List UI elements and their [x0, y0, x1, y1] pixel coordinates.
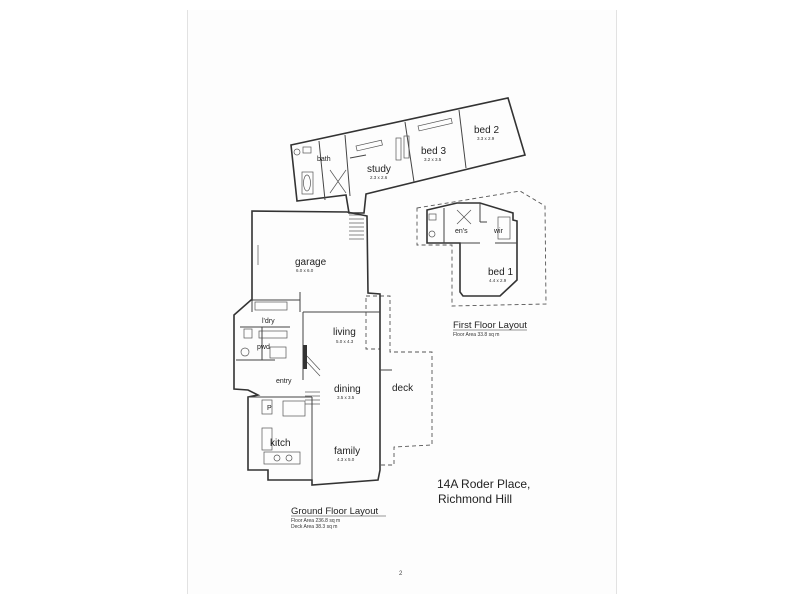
ground-floor-title: Ground Floor Layout	[291, 506, 378, 517]
first-floor-title: First Floor Layout	[453, 320, 527, 331]
room-label-pantry: P	[267, 405, 272, 412]
room-dims-living: 5.0 x 4.3	[336, 339, 354, 344]
room-dims-study: 2.3 x 2.6	[370, 175, 388, 180]
room-label-living: living	[333, 327, 356, 338]
room-label-deck: deck	[392, 383, 414, 394]
room-label-ensuite: en's	[455, 228, 468, 235]
room-label-powder: pwd	[257, 344, 270, 351]
address-line-1: 14A Roder Place,	[437, 477, 530, 491]
first-floor-walls	[416, 190, 547, 307]
room-labels: bed 2 3.3 x 2.9 bed 3 3.2 x 3.5 study 2.…	[257, 125, 513, 462]
room-label-bath: bath	[317, 156, 331, 163]
first-floor-area: Floor Area 33.8 sq m	[453, 332, 499, 338]
ground-floor-walls	[233, 210, 433, 486]
room-dims-dining: 3.5 x 3.5	[337, 395, 355, 400]
room-label-family: family	[334, 446, 360, 457]
upper-wing-walls	[290, 97, 527, 240]
room-label-laundry: l'dry	[262, 318, 275, 325]
room-label-kitchen: kitch	[270, 438, 291, 449]
room-label-bed-2: bed 2	[474, 125, 499, 136]
room-dims-bed-1: 4.4 x 2.9	[489, 278, 507, 283]
room-label-garage: garage	[295, 257, 327, 268]
room-dims-bed-3: 3.2 x 3.5	[424, 157, 442, 162]
room-label-entry: entry	[276, 378, 292, 385]
page-number: 2	[399, 571, 403, 577]
deck-area: Deck Area 38.3 sq m	[291, 524, 337, 530]
room-label-study: study	[367, 164, 391, 175]
room-label-dining: dining	[334, 384, 361, 395]
address-line-2: Richmond Hill	[438, 492, 512, 506]
ground-floor-area: Floor Area 236.8 sq m	[291, 518, 340, 524]
room-label-bed-1: bed 1	[488, 267, 513, 278]
room-label-wir: wir	[493, 228, 504, 235]
room-dims-bed-2: 3.3 x 2.9	[477, 136, 495, 141]
room-dims-garage: 6.0 x 6.0	[296, 268, 314, 273]
room-dims-family: 4.3 x 5.0	[337, 457, 355, 462]
room-label-bed-3: bed 3	[421, 146, 446, 157]
